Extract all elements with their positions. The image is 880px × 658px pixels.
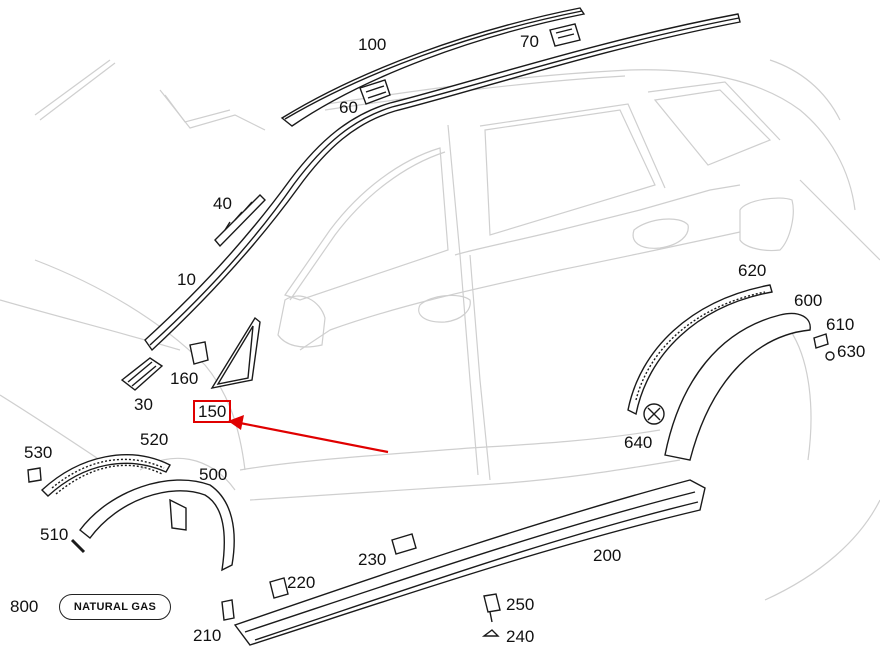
callout-640: 640: [624, 433, 653, 452]
natural-gas-badge: NATURAL GAS: [59, 594, 171, 620]
callout-520: 520: [140, 430, 169, 449]
highlight-arrow: [228, 415, 389, 454]
callout-200: 200: [593, 546, 622, 565]
callout-60: 60: [339, 98, 358, 117]
callout-800: 800: [10, 597, 39, 616]
callout-100: 100: [358, 35, 387, 54]
callout-630: 630: [837, 342, 866, 361]
callout-40: 40: [213, 194, 232, 213]
callout-160: 160: [170, 369, 199, 388]
callout-240: 240: [506, 627, 535, 646]
vehicle-body-outline: [0, 59, 880, 601]
callout-30: 30: [134, 395, 153, 414]
parts-line-art: [27, 7, 835, 646]
callout-150-highlighted: 150: [193, 400, 232, 423]
callout-70: 70: [520, 32, 539, 51]
callout-500: 500: [199, 465, 228, 484]
callout-210: 210: [193, 626, 222, 645]
callout-250: 250: [506, 595, 535, 614]
callout-600: 600: [794, 291, 823, 310]
callout-620: 620: [738, 261, 767, 280]
callout-10: 10: [177, 270, 196, 289]
callout-530: 530: [24, 443, 53, 462]
callout-230: 230: [358, 550, 387, 569]
callout-610: 610: [826, 315, 855, 334]
callout-220: 220: [287, 573, 316, 592]
callout-510: 510: [40, 525, 69, 544]
